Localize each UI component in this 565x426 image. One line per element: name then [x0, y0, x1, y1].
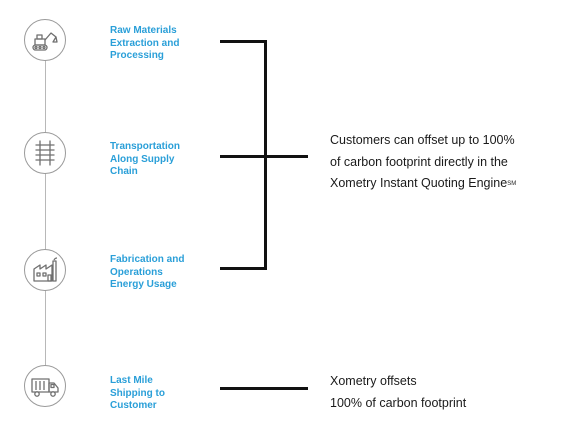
service-mark: SM	[507, 181, 517, 187]
stage-label-fabrication: Fabrication and Operations Energy Usage	[110, 254, 185, 290]
customer-offset-note: Customers can offset up to 100% of carbo…	[330, 133, 517, 190]
stage-label-last-mile: Last Mile Shipping to Customer	[110, 375, 165, 411]
last-mile-connector	[220, 387, 308, 390]
excavator-icon	[24, 19, 66, 61]
timeline-connector	[45, 40, 46, 385]
factory-icon	[24, 249, 66, 291]
xometry-offset-note: Xometry offsets 100% of carbon footprint	[330, 374, 467, 410]
stage-label-raw-materials: Raw Materials Extraction and Processing	[110, 25, 180, 61]
bracket-middle-arm	[220, 155, 267, 158]
delivery-truck-icon	[24, 365, 66, 407]
bracket-top-arm	[220, 40, 267, 43]
railroad-track-icon	[24, 132, 66, 174]
bracket-pointer	[264, 155, 308, 158]
bracket-bottom-arm	[220, 267, 267, 270]
stage-label-transportation: Transportation Along Supply Chain	[110, 141, 181, 177]
